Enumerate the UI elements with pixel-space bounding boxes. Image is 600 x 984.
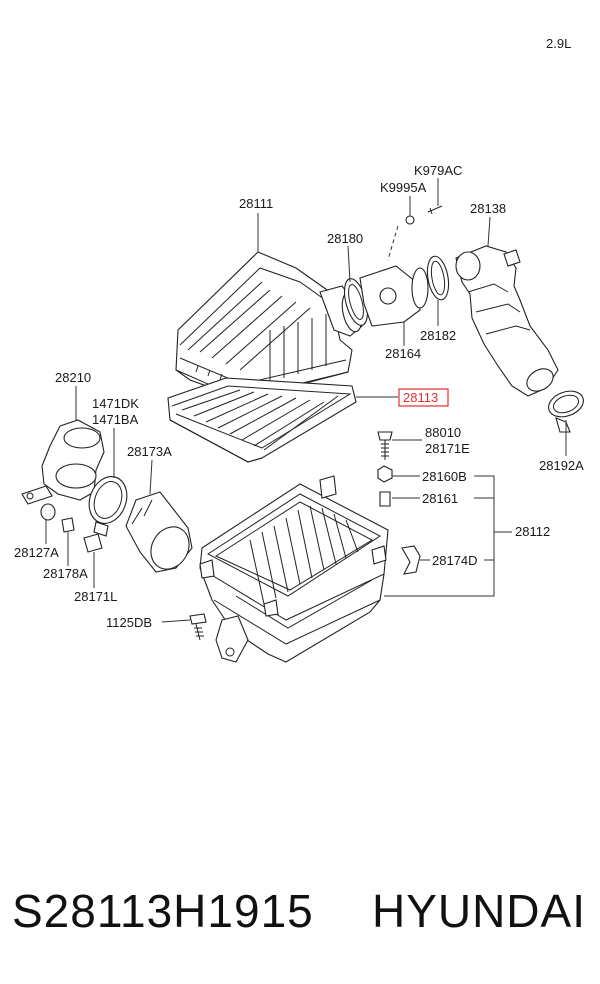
- label-28160b: 28160B: [422, 469, 467, 484]
- label-k9995a: K9995A: [380, 180, 427, 195]
- label-28174d: 28174D: [432, 553, 478, 568]
- label-28173a: 28173A: [127, 444, 172, 459]
- label-28210: 28210: [55, 370, 91, 385]
- part-labels: 28111 28180 K9995A K979AC 28138 28182 28…: [14, 163, 584, 630]
- label-28111: 28111: [239, 196, 273, 211]
- air-filter-element-drawing: [167, 377, 357, 463]
- leader-lines: [45, 178, 567, 623]
- inlet-duct-drawing: [21, 419, 193, 573]
- air-cleaner-body-drawing: [199, 475, 389, 663]
- label-28180: 28180: [327, 231, 363, 246]
- label-1125db: 1125DB: [106, 615, 152, 630]
- intake-duct-drawing: [343, 205, 584, 433]
- label-1471ba: 1471BA: [92, 412, 139, 427]
- label-28178a: 28178A: [43, 566, 88, 581]
- label-28113: 28113: [403, 390, 438, 405]
- label-1471dk: 1471DK: [92, 396, 139, 411]
- air-cleaner-cover-drawing: [175, 251, 363, 399]
- label-28127a: 28127A: [14, 545, 59, 560]
- label-28171e: 28171E: [425, 441, 470, 456]
- fasteners-drawing: [189, 431, 421, 641]
- engine-label: 2.9L: [546, 36, 571, 51]
- label-28171l: 28171L: [74, 589, 117, 604]
- highlight-box: [398, 388, 449, 407]
- label-88010: 88010: [425, 425, 461, 440]
- label-28138: 28138: [470, 201, 506, 216]
- part-number: S28113H1915: [12, 885, 314, 937]
- footer: S28113H1915 HYUNDAI: [0, 876, 600, 946]
- label-k979ac: K979AC: [414, 163, 462, 178]
- label-28182: 28182: [420, 328, 456, 343]
- label-28164: 28164: [385, 346, 421, 361]
- label-28161: 28161: [422, 491, 458, 506]
- brand-name: HYUNDAI: [371, 885, 586, 937]
- label-28192a: 28192A: [539, 458, 584, 473]
- label-28112: 28112: [515, 524, 550, 539]
